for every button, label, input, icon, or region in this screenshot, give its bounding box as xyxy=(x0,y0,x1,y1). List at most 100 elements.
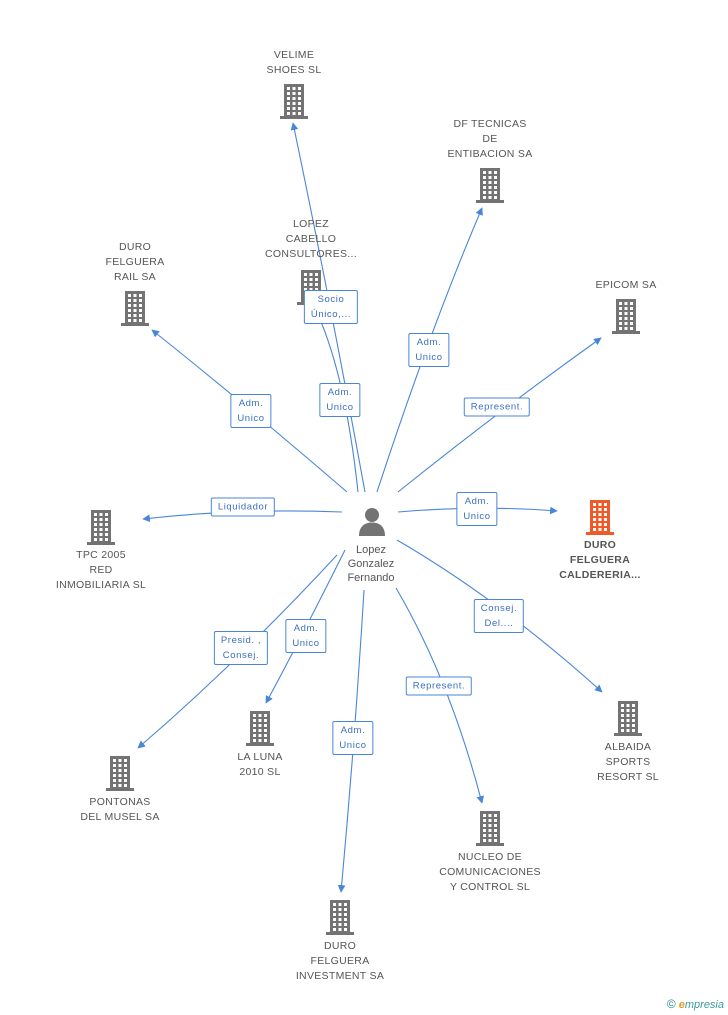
role-line: Represent. xyxy=(412,680,466,692)
company-name-line: CALDERERIA... xyxy=(559,569,641,581)
company-name-line: DURO xyxy=(323,940,357,952)
company-name-line: 2010 SL xyxy=(239,766,281,778)
role-badge-epicom[interactable]: Represent. xyxy=(463,397,531,417)
company-name-line: NUCLEO DE xyxy=(458,851,522,863)
role-line: Socio xyxy=(317,294,345,305)
role-badge-pontonas[interactable]: Presid. , Consej. xyxy=(213,631,269,665)
footer-brand[interactable]: ©empresia xyxy=(667,997,724,1011)
company-name-line: CONSULTORES... xyxy=(265,248,357,260)
company-name-line: COMUNICACIONES xyxy=(439,866,541,878)
brand-initial: e xyxy=(678,999,685,1011)
company-icon-wrap[interactable] xyxy=(474,810,506,846)
company-name-line: DF TECNICAS xyxy=(453,118,527,130)
role-badge-duro-caldereria[interactable]: Adm. Unico xyxy=(456,492,498,526)
person-name-line: Lopez xyxy=(356,544,386,556)
company-name-line: Y CONTROL SL xyxy=(449,881,531,893)
company-name-line: EPICOM SA xyxy=(595,279,657,291)
company-icon-wrap[interactable] xyxy=(610,298,642,334)
role-line: Presid. , xyxy=(220,635,262,646)
building-icon xyxy=(586,500,614,535)
company-name[interactable]: EPICOM SA xyxy=(595,278,656,293)
role-line: Unico xyxy=(463,511,491,522)
role-badge-albaida[interactable]: Consej.Del.... xyxy=(473,599,525,633)
role-line: Liquidador xyxy=(217,501,269,513)
person-icon xyxy=(359,508,385,536)
role-badge-duro-investment[interactable]: Adm. Unico xyxy=(332,721,374,755)
company-name-line: FELGUERA xyxy=(310,955,370,967)
role-line: Unico xyxy=(292,638,320,649)
role-badge-df-tecnicas[interactable]: Adm.Unico xyxy=(408,333,450,367)
company-name[interactable]: LA LUNA 2010 SL xyxy=(237,750,282,780)
company-name-line: RED xyxy=(89,564,113,576)
company-name[interactable]: ALBAIDA SPORTS RESORT SL xyxy=(597,740,659,785)
building-icon xyxy=(476,168,504,203)
role-badge-la-luna[interactable]: Adm. Unico xyxy=(285,619,327,653)
role-line: Adm. xyxy=(340,725,366,736)
company-icon-wrap[interactable] xyxy=(278,83,310,119)
building-icon xyxy=(612,299,640,334)
company-icon-wrap[interactable] xyxy=(612,700,644,736)
building-icon xyxy=(121,291,149,326)
brand-rest: mpresia xyxy=(684,999,724,1011)
role-line: Unico xyxy=(415,352,443,363)
role-badge-velime[interactable]: Adm. Unico xyxy=(319,383,361,417)
company-name-line: DURO xyxy=(118,241,152,253)
company-name-line: ENTIBACION SA xyxy=(447,148,533,160)
company-name[interactable]: NUCLEO DE COMUNICACIONES Y CONTROL SL xyxy=(439,850,541,895)
company-name[interactable]: DURO FELGUERA INVESTMENT SA xyxy=(296,939,384,984)
role-badge-tpc-2005[interactable]: Liquidador xyxy=(210,497,276,517)
role-line: Unico xyxy=(237,413,265,424)
company-name-line: VELIME xyxy=(273,49,315,61)
company-name-line: SPORTS xyxy=(605,756,651,768)
company-name[interactable]: DURO FELGUERA RAIL SA xyxy=(106,240,165,285)
company-name-line: DE xyxy=(482,133,498,145)
role-line: Adm. xyxy=(464,496,490,507)
company-name-line: CABELLO xyxy=(285,233,337,245)
role-line: Adm. xyxy=(293,623,319,634)
building-icon xyxy=(246,711,274,746)
company-name[interactable]: DF TECNICAS DE ENTIBACION SA xyxy=(448,117,533,162)
building-icon xyxy=(326,900,354,935)
person-name-line: Gonzalez xyxy=(347,558,395,570)
building-icon xyxy=(614,701,642,736)
company-name-line: INMOBILIARIA SL xyxy=(55,579,147,591)
company-name-line: FELGUERA xyxy=(105,256,165,268)
company-icon-wrap[interactable] xyxy=(324,899,356,935)
role-line: Consej. xyxy=(222,650,260,661)
role-line: Único,... xyxy=(310,309,352,320)
role-line: Adm. xyxy=(327,387,353,398)
role-line: Unico xyxy=(339,740,367,751)
person-name[interactable]: Lopez Gonzalez Fernando xyxy=(347,543,394,585)
company-name-line: DEL MUSEL SA xyxy=(80,811,160,823)
company-name[interactable]: VELIME SHOES SL xyxy=(267,48,322,78)
company-icon-wrap[interactable] xyxy=(584,499,616,535)
role-badge-duro-rail[interactable]: Adm.Unico xyxy=(230,394,272,428)
company-name-line: LA LUNA xyxy=(237,751,283,763)
company-name-line: RAIL SA xyxy=(114,271,156,283)
brand-logo: empresia xyxy=(679,999,724,1011)
company-icon-wrap[interactable] xyxy=(119,290,151,326)
building-icon xyxy=(87,510,115,545)
company-icon-wrap[interactable] xyxy=(244,710,276,746)
company-name-line: RESORT SL xyxy=(597,771,659,783)
role-line: Unico xyxy=(326,402,354,413)
role-line: Consej. xyxy=(480,603,518,614)
person-node[interactable] xyxy=(358,506,386,541)
company-name-line: ALBAIDA xyxy=(604,741,652,753)
role-badge-nucleo[interactable]: Represent. xyxy=(405,676,473,696)
role-line: Represent. xyxy=(470,401,524,413)
edge-nucleo xyxy=(395,587,484,804)
company-name-line: SHOES SL xyxy=(266,64,322,76)
company-name-line: TPC 2005 xyxy=(76,549,126,561)
company-icon-wrap[interactable] xyxy=(85,509,117,545)
person-name-line: Fernando xyxy=(347,572,395,584)
company-icon-wrap[interactable] xyxy=(474,167,506,203)
building-icon xyxy=(106,756,134,791)
company-name-line: INVESTMENT SA xyxy=(295,970,385,982)
company-icon-wrap[interactable] xyxy=(104,755,136,791)
